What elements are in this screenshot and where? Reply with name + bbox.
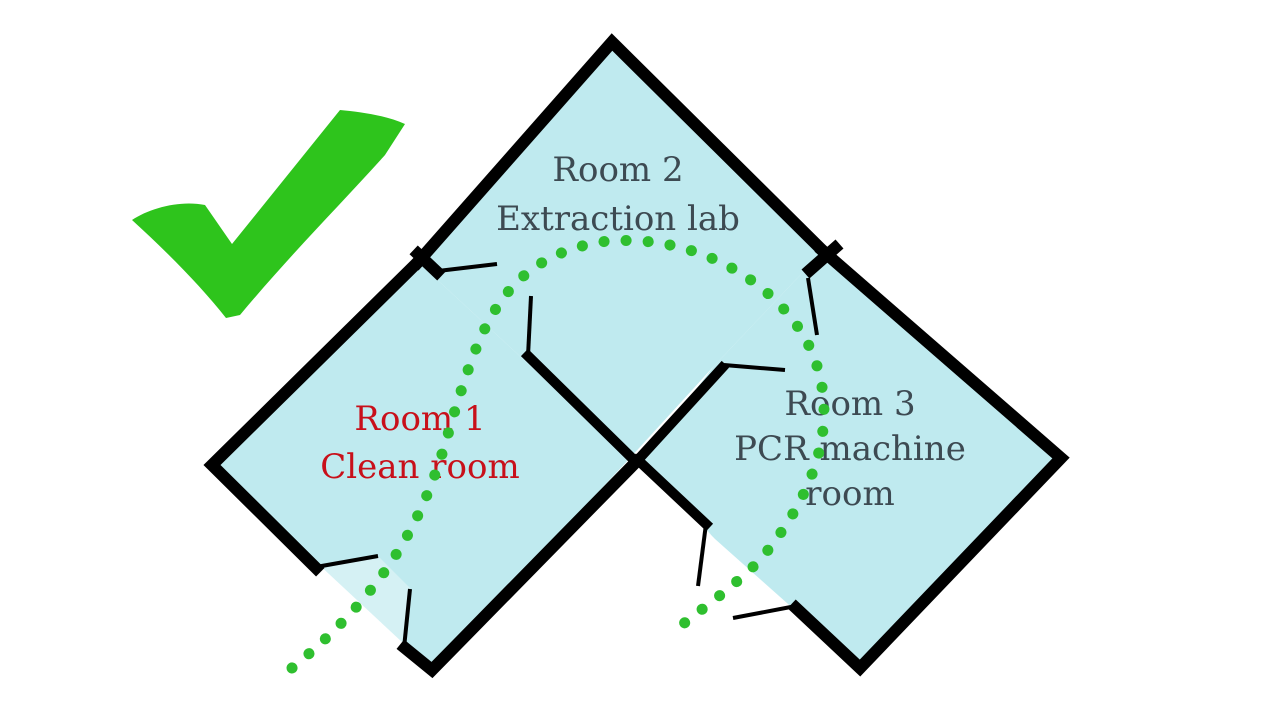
room-3-label: Room 3 PCR machine room (734, 384, 966, 514)
door-room1-exit-b (402, 588, 412, 649)
room-1-label-line1: Room 1 (354, 399, 485, 439)
room-2-door-stub-west (409, 245, 446, 281)
room-1-label-line2: Clean room (320, 447, 519, 487)
room-3-wall-east (787, 242, 1070, 677)
room-3-doorway-shade (705, 525, 790, 618)
door-room2-room3-lower (723, 363, 786, 372)
walls (203, 33, 1070, 679)
room-1-wall-south (396, 453, 645, 679)
door-room1-exit-a (315, 554, 379, 569)
room-3-label-line2: PCR machine (734, 429, 966, 469)
door-room3-exit-a (696, 523, 708, 587)
room-2-label-line1: Room 2 (552, 150, 683, 190)
room-3-label-line3: room (805, 474, 894, 514)
door-room3-exit-b (732, 604, 797, 620)
workflow-path (286, 235, 830, 674)
room-1-label: Room 1 Clean room (320, 399, 519, 487)
checkmark-icon (132, 110, 405, 318)
door-room1-room2 (437, 262, 498, 273)
room-3-label-line1: Room 3 (784, 384, 915, 424)
room-2-label: Room 2 Extraction lab (496, 150, 740, 239)
door-room2-inner (526, 295, 533, 357)
inner-wall-room2-room3 (628, 360, 730, 470)
room-1-wall-west (203, 253, 427, 577)
room-2-floor (418, 42, 823, 458)
room-2-label-line2: Extraction lab (496, 199, 740, 239)
room-2-door-stub-east (801, 239, 844, 279)
door-room2-room3-upper (806, 277, 819, 336)
room-1-doorway-shade (316, 556, 410, 648)
inner-wall-room3-corridor (632, 454, 714, 532)
doors (315, 262, 819, 649)
inner-wall-room1-room2 (520, 348, 644, 470)
room-2-wall-north (409, 33, 832, 271)
